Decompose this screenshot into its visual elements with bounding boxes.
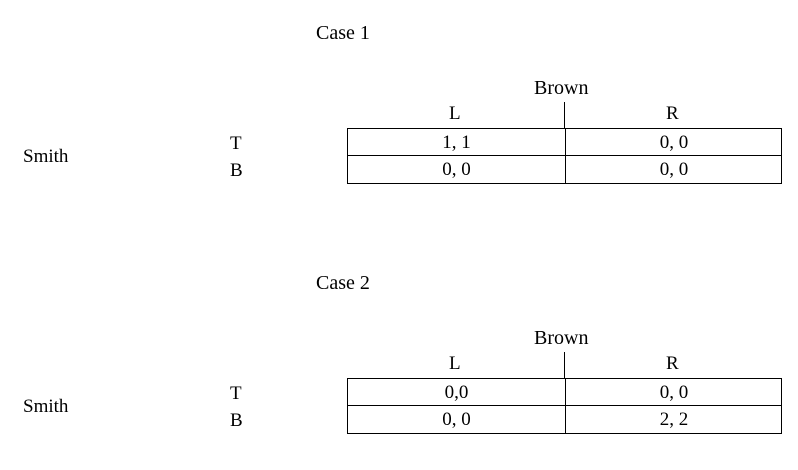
payoff-cell-b-r: 0, 0 (659, 159, 689, 180)
payoff-cell-t-r: 0, 0 (659, 132, 689, 153)
column-player-label: Brown (534, 77, 589, 99)
payoff-cell-t-l: 0,0 (444, 382, 469, 403)
column-strategy-right: R (666, 353, 679, 374)
column-player-label: Brown (534, 327, 589, 349)
game-case-1: Case 1 Brown L R Smith T B 1, 1 0, 0 0, … (0, 0, 798, 220)
row-strategy-bottom: B (230, 410, 243, 431)
column-header-divider (564, 352, 565, 378)
table-column-divider (565, 379, 566, 433)
payoff-matrix: 0,0 0, 0 0, 0 2, 2 (347, 378, 782, 434)
game-case-2: Case 2 Brown L R Smith T B 0,0 0, 0 0, 0… (0, 250, 798, 470)
payoff-cell-t-l: 1, 1 (442, 132, 471, 153)
payoff-cell-b-l: 0, 0 (442, 159, 471, 180)
table-column-divider (565, 129, 566, 183)
payoff-matrix: 1, 1 0, 0 0, 0 0, 0 (347, 128, 782, 184)
case-title: Case 2 (316, 272, 370, 294)
table-row-divider (348, 155, 781, 156)
payoff-cell-b-r: 2, 2 (659, 409, 689, 430)
row-strategy-top: T (230, 133, 242, 154)
column-strategy-left: L (449, 103, 461, 124)
case-title: Case 1 (316, 22, 370, 44)
row-strategy-bottom: B (230, 160, 243, 181)
row-player-label: Smith (23, 146, 69, 167)
table-row-divider (348, 405, 781, 406)
column-header-divider (564, 102, 565, 128)
payoff-cell-t-r: 0, 0 (659, 382, 689, 403)
row-strategy-top: T (230, 383, 242, 404)
payoff-cell-b-l: 0, 0 (442, 409, 471, 430)
column-strategy-right: R (666, 103, 679, 124)
column-strategy-left: L (449, 353, 461, 374)
row-player-label: Smith (23, 396, 69, 417)
